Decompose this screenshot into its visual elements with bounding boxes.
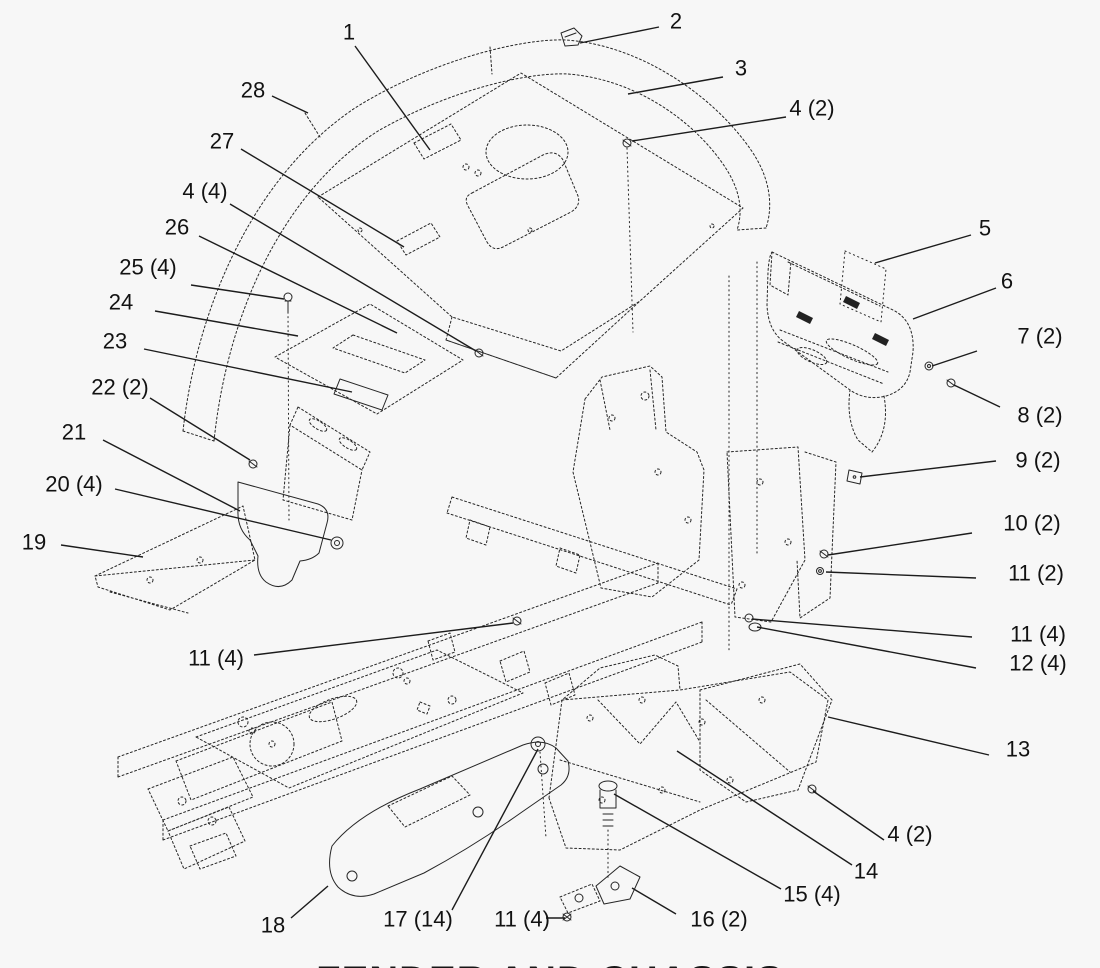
callout-3: 3: [735, 56, 747, 81]
callout-25-4: 25 (4): [119, 255, 176, 280]
leader-line-10-2: [827, 532, 973, 556]
diagram-caption: FENDER AND CHASSIS: [0, 961, 1100, 968]
leader-line-3: [627, 76, 724, 95]
leader-line-16-2: [631, 887, 677, 915]
callout-1: 1: [343, 20, 355, 45]
leader-line-1: [354, 45, 431, 151]
bracket-part-19: [94, 505, 256, 614]
callout-28: 28: [241, 78, 265, 103]
shoulder-bolt-part-17: [530, 736, 547, 839]
leader-line-22-2: [149, 397, 251, 461]
callout-11-4-bottom: 11 (4): [494, 907, 550, 932]
leader-line-18: [290, 885, 329, 919]
callout-24: 24: [109, 290, 133, 315]
callout-21: 21: [62, 420, 86, 445]
chassis-frame: [117, 562, 703, 870]
leader-line-15-4: [613, 793, 782, 890]
leader-line-11-4-left: [253, 622, 514, 656]
callout-4-2-bottom: 4 (2): [887, 822, 932, 847]
callout-23: 23: [103, 329, 127, 354]
decal-part-5: [839, 250, 887, 323]
leader-line-17-14: [451, 748, 539, 911]
callout-11-4-right: 11 (4): [1010, 622, 1066, 647]
leader-line-4-2-bottom: [812, 790, 885, 841]
callout-10-2: 10 (2): [1003, 511, 1060, 536]
callout-13: 13: [1006, 737, 1030, 762]
footrest-pad: [329, 741, 570, 897]
callout-8-2: 8 (2): [1017, 403, 1062, 428]
callout-5: 5: [979, 216, 991, 241]
projection-lines: [287, 147, 758, 653]
carriage-bolt-part-15: [598, 780, 618, 879]
hood-clip-part-2: [560, 27, 583, 47]
leader-line-11-2: [825, 571, 977, 579]
hatched-pad-part-21: [237, 481, 329, 587]
leader-line-7-2: [931, 350, 978, 367]
callout-4-2-hood: 4 (2): [789, 96, 834, 121]
leader-line-23: [143, 348, 353, 393]
grommet-part-20: [330, 536, 344, 550]
screw-part-4-bottom: [807, 784, 817, 794]
callout-9-2: 9 (2): [1015, 448, 1060, 473]
leader-line-25-4: [190, 284, 285, 300]
leader-line-27: [240, 148, 405, 248]
callout-6: 6: [1001, 269, 1013, 294]
leader-line-11-4-right: [751, 618, 973, 638]
fender-support-plates: [446, 365, 837, 632]
leader-line-24: [154, 310, 299, 337]
leader-line-4-4: [229, 203, 477, 352]
callout-18: 18: [261, 913, 285, 938]
leader-line-20-4: [114, 488, 332, 541]
callout-12-4: 12 (4): [1009, 651, 1066, 676]
callout-7-2: 7 (2): [1017, 324, 1062, 349]
callout-11-2: 11 (2): [1008, 561, 1064, 586]
callout-22-2: 22 (2): [91, 375, 148, 400]
hood-screws: [474, 138, 632, 358]
support-plate-fasteners: [512, 549, 829, 632]
leader-line-8-2: [953, 384, 1001, 408]
heat-shield-group: [94, 292, 464, 614]
leader-line-21: [102, 439, 241, 512]
leader-line-28: [271, 95, 309, 114]
callout-14: 14: [854, 859, 878, 884]
leader-line-4-2-hood: [631, 116, 787, 142]
callout-11-4-left: 11 (4): [188, 646, 244, 671]
callout-16-2: 16 (2): [690, 907, 747, 932]
leader-line-26: [198, 235, 398, 334]
callout-19: 19: [22, 530, 46, 555]
leader-line-6: [912, 287, 997, 320]
leader-line-5: [874, 234, 972, 264]
callout-15-4: 15 (4): [783, 882, 840, 907]
leader-line-13: [827, 716, 990, 756]
leader-line-2: [579, 26, 660, 44]
callout-26: 26: [165, 215, 189, 240]
callout-27: 27: [210, 129, 234, 154]
callout-17-14: 17 (14): [383, 907, 453, 932]
dash-panel-fasteners: [846, 361, 956, 485]
leader-line-9-2: [859, 460, 997, 478]
callout-4-4: 4 (4): [182, 179, 227, 204]
hood-assembly: [182, 27, 771, 442]
leader-line-19: [60, 544, 144, 558]
leader-line-14: [676, 750, 853, 866]
lower-panels: [530, 654, 833, 922]
bracket-part-16: [559, 865, 641, 914]
flange-nut-part-11: [562, 912, 572, 922]
leader-line-12-4: [756, 626, 977, 669]
callout-20-4: 20 (4): [45, 472, 102, 497]
callout-2: 2: [670, 9, 682, 34]
dash-panel: [766, 250, 956, 485]
